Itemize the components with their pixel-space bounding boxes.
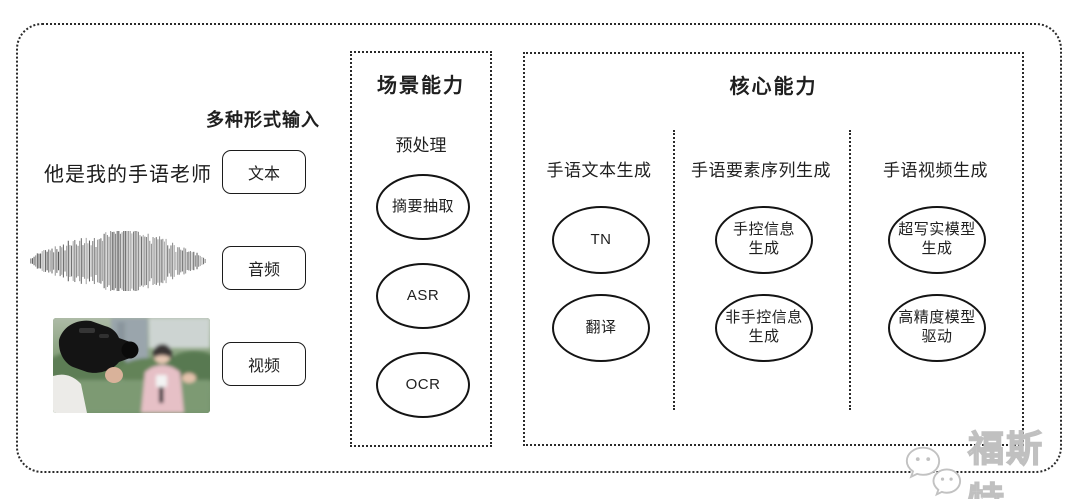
core-capability-title: 核心能力 bbox=[729, 76, 818, 98]
node-ocr: OCR bbox=[376, 352, 470, 418]
diagram-outer-border bbox=[16, 23, 1062, 473]
watermark: 福斯特 bbox=[903, 420, 1080, 499]
scene-capability-title: 场景能力 bbox=[377, 75, 465, 97]
node-high-precision-model-driving: 高精度模型 驱动 bbox=[888, 294, 986, 362]
preprocessing-label: 预处理 bbox=[395, 136, 447, 155]
core-capability-box: 核心能力 手语文本生成 手语要素序列生成 手语视频生成 TN 翻译 手控信息 生… bbox=[523, 52, 1024, 446]
video-thumbnail-image bbox=[53, 318, 210, 413]
input-type-text-box: 文本 bbox=[222, 150, 306, 194]
wechat-bubbles-icon bbox=[905, 446, 962, 497]
column-header-sign-text-generation: 手语文本生成 bbox=[546, 161, 652, 180]
watermark-text: 福斯特 bbox=[967, 427, 1044, 499]
node-hyperrealistic-model-generation: 超写实模型 生成 bbox=[888, 206, 986, 274]
input-type-video-label: 视频 bbox=[247, 358, 280, 375]
audio-waveform-image bbox=[30, 231, 206, 291]
column-header-sign-element-sequence-generation: 手语要素序列生成 bbox=[691, 161, 831, 180]
node-tn: TN bbox=[552, 206, 650, 274]
node-non-manual-info-generation: 非手控信息 生成 bbox=[715, 294, 813, 362]
input-type-audio-label: 音频 bbox=[247, 262, 280, 279]
column-header-sign-video-generation: 手语视频生成 bbox=[883, 161, 988, 180]
input-type-video-box: 视频 bbox=[222, 342, 306, 386]
node-asr: ASR bbox=[376, 263, 470, 329]
node-translation: 翻译 bbox=[552, 294, 650, 362]
input-type-text-label: 文本 bbox=[247, 166, 280, 183]
column-divider-2 bbox=[849, 130, 851, 410]
node-summary-extraction: 摘要抽取 bbox=[376, 174, 470, 240]
column-divider-1 bbox=[673, 130, 675, 410]
scene-capability-box: 场景能力 预处理 摘要抽取 ASR OCR bbox=[350, 51, 492, 447]
sample-sentence-text: 他是我的手语老师 bbox=[44, 164, 212, 186]
input-section-title: 多种形式输入 bbox=[206, 110, 320, 130]
input-type-audio-box: 音频 bbox=[222, 246, 306, 290]
node-manual-info-generation: 手控信息 生成 bbox=[715, 206, 813, 274]
camera-filming-reporter-illustration bbox=[53, 318, 210, 413]
